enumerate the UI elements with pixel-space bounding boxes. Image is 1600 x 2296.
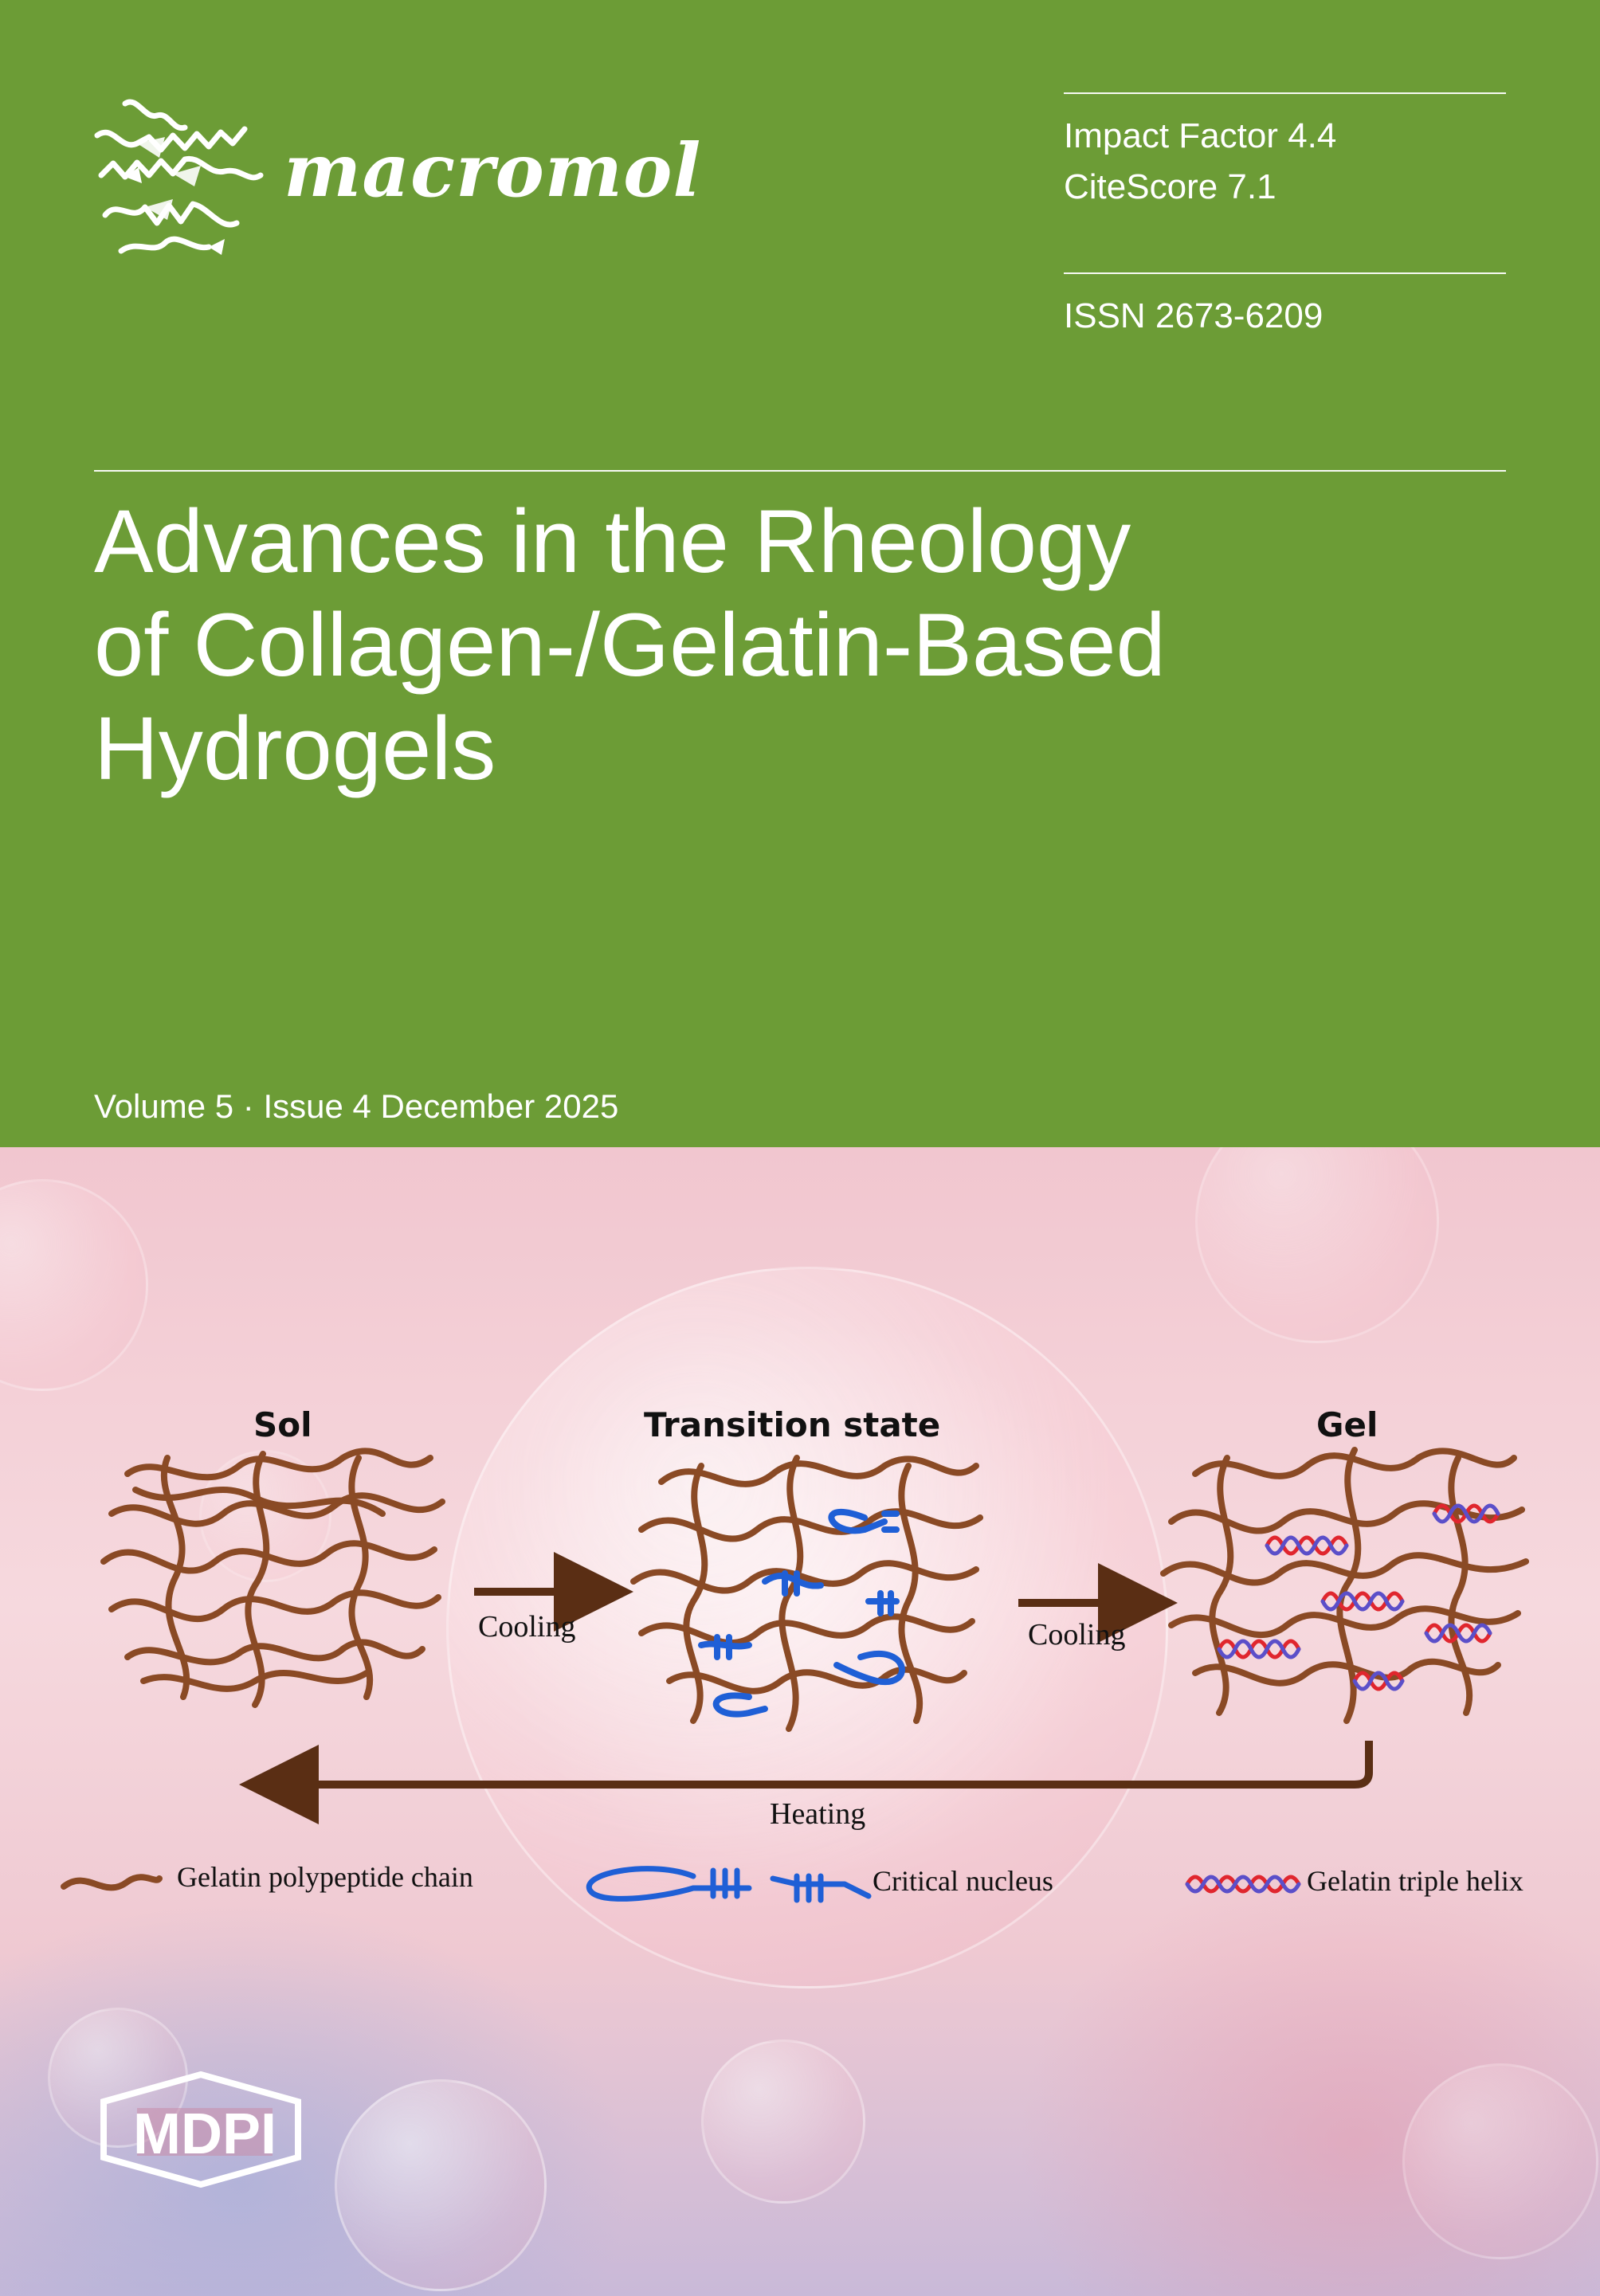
gel-chain-coil: [1160, 1447, 1529, 1724]
legend-nucleus-label: Critical nucleus: [873, 1865, 1053, 1897]
legend-chain-label: Gelatin polypeptide chain: [177, 1861, 473, 1893]
journal-name: macromol: [284, 127, 702, 214]
mdpi-hexagon-icon: [100, 2071, 301, 2188]
cover-header: macromol Impact Factor 4.4 CiteScore 7.1…: [0, 0, 1600, 1147]
protein-ribbon-logo-icon: [94, 99, 264, 255]
publisher-name: MDPI: [133, 2102, 276, 2166]
background-bubble: [701, 2039, 865, 2204]
stage-transition-label: Transition state: [644, 1405, 941, 1444]
legend-chain-icon: [61, 1874, 163, 1891]
heating-label: Heating: [770, 1797, 866, 1831]
cover-image: [0, 1147, 1600, 2296]
gel-triple-helices: [1217, 1503, 1500, 1691]
issue-info: Volume 5 · Issue 4 December 2025: [94, 1087, 619, 1125]
background-bubble: [1195, 1147, 1439, 1343]
legend-nucleus-icon: [586, 1866, 872, 1903]
transition-chain-coil: [630, 1455, 983, 1732]
legend-helix-icon: [1185, 1875, 1301, 1894]
divider-metrics: [1064, 272, 1506, 274]
heating-arrow: [239, 1741, 1373, 1824]
cooling-label-2: Cooling: [1028, 1618, 1126, 1651]
background-bubble: [335, 2079, 547, 2291]
cooling-label-1: Cooling: [478, 1610, 576, 1644]
stage-sol-label: Sol: [253, 1405, 312, 1444]
critical-nucleus-loops: [698, 1508, 905, 1718]
impact-factor: Impact Factor 4.4: [1064, 116, 1337, 155]
issn: ISSN 2673-6209: [1064, 296, 1324, 335]
title-line-3: Hydrogels: [94, 699, 496, 798]
title-line-2: of Collagen-/Gelatin-Based: [94, 595, 1166, 695]
stage-gel-label: Gel: [1316, 1405, 1378, 1444]
background-bubble: [1402, 2063, 1598, 2259]
article-title: Advances in the Rheology of Collagen-/Ge…: [94, 490, 1449, 801]
citescore: CiteScore 7.1: [1064, 167, 1276, 206]
divider-title: [94, 470, 1506, 472]
legend-helix-label: Gelatin triple helix: [1307, 1865, 1524, 1897]
title-line-1: Advances in the Rheology: [94, 492, 1131, 591]
divider-top: [1064, 92, 1506, 94]
mdpi-logo: MDPI: [100, 2071, 301, 2188]
sol-chain-coil: [100, 1448, 445, 1708]
